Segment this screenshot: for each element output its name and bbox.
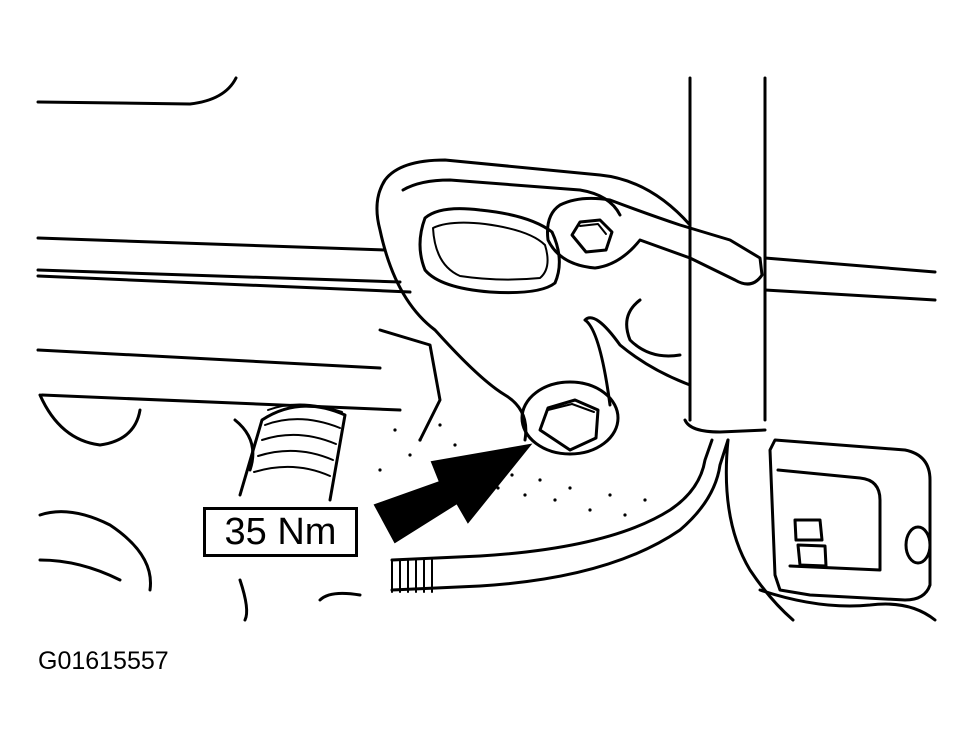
housing-bottom-2 bbox=[318, 591, 362, 602]
connector-knob bbox=[904, 525, 932, 565]
wire-harness-upper bbox=[390, 438, 714, 562]
hose-ring-2 bbox=[264, 418, 341, 429]
upper-lug bbox=[546, 196, 764, 286]
middle-bar-top bbox=[36, 348, 382, 370]
connector-module bbox=[768, 438, 932, 602]
bracket-slot bbox=[418, 207, 561, 295]
hose-ring-3 bbox=[261, 433, 337, 445]
housing-center bbox=[233, 418, 255, 472]
housing-lower-left bbox=[38, 510, 152, 592]
upper-rail-bottom bbox=[36, 268, 402, 284]
upper-body-outline bbox=[36, 76, 238, 106]
housing-left bbox=[38, 393, 142, 447]
bracket-slot-inner bbox=[432, 221, 549, 281]
wire-harness-lower bbox=[390, 438, 730, 592]
hose-ring-1 bbox=[267, 403, 343, 413]
connector-pin-1 bbox=[793, 518, 824, 542]
thin-wire bbox=[724, 438, 795, 622]
figure-code-label: G01615557 bbox=[38, 647, 169, 675]
hose-ring-5 bbox=[253, 465, 331, 477]
lower-bolt-hex bbox=[538, 398, 600, 452]
bracket-inner-edge bbox=[401, 178, 622, 217]
wire-harness-wrap bbox=[391, 559, 433, 593]
hose-ring-4 bbox=[257, 449, 334, 461]
upper-bolt-hex bbox=[570, 218, 614, 254]
bracket-outline bbox=[375, 158, 692, 442]
upper-rail-top bbox=[36, 236, 387, 252]
housing-ledge bbox=[378, 328, 442, 442]
connector-inner bbox=[776, 468, 882, 572]
torque-value-label: 35 Nm bbox=[224, 510, 337, 553]
rail-shadow bbox=[36, 274, 412, 294]
right-housing bbox=[625, 298, 682, 358]
right-rail-bottom bbox=[763, 288, 937, 302]
housing-lower-left-2 bbox=[38, 558, 122, 582]
callout-arrow bbox=[373, 443, 533, 544]
lower-bolt-washer bbox=[520, 380, 620, 456]
middle-bar-bottom bbox=[40, 393, 402, 412]
housing-bottom bbox=[238, 578, 249, 622]
hose-outline bbox=[238, 404, 347, 502]
torque-callout-box: 35 Nm bbox=[203, 507, 358, 557]
connector-lower-body bbox=[758, 588, 937, 622]
vertical-strut-base bbox=[683, 418, 767, 434]
connector-pin-2 bbox=[796, 543, 828, 568]
lower-bolt-face bbox=[547, 403, 595, 413]
right-rail-top bbox=[763, 256, 937, 274]
upper-bolt-face bbox=[579, 223, 607, 235]
